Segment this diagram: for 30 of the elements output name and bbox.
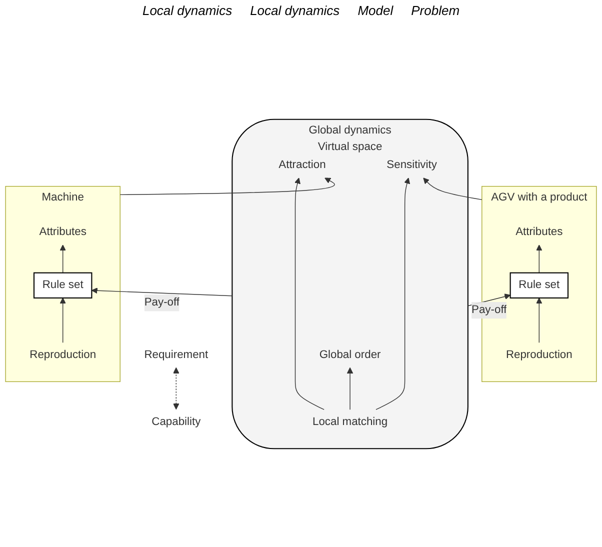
node-label: Global dynamics <box>308 124 392 136</box>
arrow <box>60 244 66 274</box>
arrow <box>536 244 542 274</box>
note-text: Local dynamics <box>142 3 232 18</box>
edge-label: Pay-off <box>472 304 507 316</box>
node-text: Reproduction <box>506 348 572 361</box>
arrow <box>60 298 66 343</box>
node-text: Attributes <box>39 226 86 238</box>
node-text: Local matching <box>312 416 388 428</box>
note-text: Model <box>358 3 394 18</box>
arrow <box>346 367 354 410</box>
arrow <box>294 178 324 410</box>
node-box: Rule set <box>510 272 569 298</box>
note-text: Local dynamics <box>250 3 340 18</box>
node-text: Attraction <box>278 159 326 171</box>
node-text: Global order <box>319 348 381 361</box>
arrow <box>536 298 542 343</box>
node-text: Sensitivity <box>386 159 437 171</box>
node-text: Attributes <box>516 226 563 238</box>
node-text: Reproduction <box>30 348 96 361</box>
note-text: Problem <box>411 3 460 18</box>
node-text: Capability <box>152 416 201 428</box>
node-text: Requirement <box>144 348 208 361</box>
edge-label: Pay-off <box>144 296 180 308</box>
arrow <box>376 178 410 410</box>
arrow <box>423 178 482 200</box>
arrow <box>91 288 233 296</box>
node-box: Rule set <box>33 272 92 298</box>
arrow <box>173 367 180 410</box>
arrow <box>120 178 335 196</box>
